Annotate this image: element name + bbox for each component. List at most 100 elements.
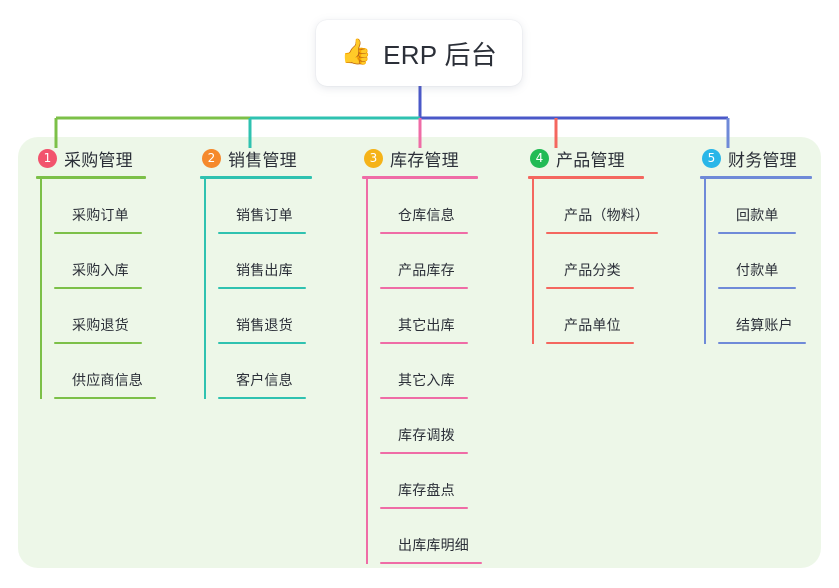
branch-item-label: 其它入库 [398,372,455,388]
branch-item-rule [718,232,796,234]
branch-item-label: 产品分类 [564,262,621,278]
branch-column-2: 2 销售管理销售订单销售出库销售退货客户信息 [200,146,312,399]
branch-item-rule [380,342,468,344]
branch-title-1: 采购管理 [64,150,133,170]
branch-title-2: 销售管理 [228,150,297,170]
branch-header-2[interactable]: 2 销售管理 [200,146,312,170]
branch-item[interactable]: 客户信息 [218,344,312,399]
branch-items-3: 仓库信息产品库存其它出库其它入库库存调拨库存盘点出库库明细 [362,179,482,564]
branch-item[interactable]: 仓库信息 [380,179,478,234]
branch-item[interactable]: 销售订单 [218,179,312,234]
branch-item[interactable]: 采购退货 [54,289,146,344]
branch-header-rule-4 [528,176,644,179]
branch-item[interactable]: 销售退货 [218,289,312,344]
branch-header-3[interactable]: 3 库存管理 [362,146,478,170]
branch-item-rule [54,397,156,399]
branch-item-label: 销售订单 [236,207,293,223]
branch-item-label: 供应商信息 [72,372,143,388]
branch-item[interactable]: 回款单 [718,179,812,234]
branch-item[interactable]: 供应商信息 [54,344,156,399]
branch-item-rule [546,287,634,289]
branch-item-label: 产品单位 [564,317,621,333]
branch-spine-2 [204,179,206,399]
branch-item[interactable]: 销售出库 [218,234,312,289]
branch-item-label: 销售退货 [236,317,293,333]
branch-item[interactable]: 库存盘点 [380,454,478,509]
branch-item-label: 其它出库 [398,317,455,333]
branch-item-label: 回款单 [736,207,779,223]
branch-item-rule [218,287,306,289]
branch-item-label: 采购订单 [72,207,129,223]
branch-item[interactable]: 结算账户 [718,289,812,344]
branch-title-4: 产品管理 [556,150,625,170]
branch-item-rule [218,397,306,399]
branch-item-rule [718,342,806,344]
branch-items-2: 销售订单销售出库销售退货客户信息 [200,179,312,399]
branch-column-3: 3 库存管理仓库信息产品库存其它出库其它入库库存调拨库存盘点出库库明细 [362,146,482,564]
branch-item[interactable]: 产品（物料） [546,179,658,234]
branch-item-label: 结算账户 [736,317,793,333]
branch-badge-1: 1 [38,148,57,168]
branch-item-rule [218,342,306,344]
branch-spine-3 [366,179,368,564]
branch-item[interactable]: 其它出库 [380,289,478,344]
branch-item[interactable]: 产品单位 [546,289,644,344]
branch-item-rule [380,562,482,564]
branch-item-label: 付款单 [736,262,779,278]
branch-item-rule [54,342,142,344]
branch-item[interactable]: 付款单 [718,234,812,289]
branch-items-5: 回款单付款单结算账户 [700,179,812,344]
diagram-canvas-panel [18,137,821,568]
branch-item-label: 仓库信息 [398,207,455,223]
branch-badge-5: 5 [702,148,721,168]
branch-item-label: 采购入库 [72,262,129,278]
branch-item-rule [380,507,468,509]
branch-item-rule [546,232,658,234]
branch-title-3: 库存管理 [390,150,459,170]
branch-item-rule [218,232,306,234]
branch-badge-3: 3 [364,148,383,168]
branch-item-rule [54,287,142,289]
branch-item-rule [54,232,142,234]
branch-item[interactable]: 库存调拨 [380,399,478,454]
branch-header-rule-2 [200,176,312,179]
branch-items-4: 产品（物料） 产品分类产品单位 [528,179,658,344]
branch-item-rule [380,287,468,289]
branch-item-label: 库存盘点 [398,482,455,498]
branch-title-5: 财务管理 [728,150,797,170]
branch-item-label: 采购退货 [72,317,129,333]
branch-item-label: 销售出库 [236,262,293,278]
branch-item[interactable]: 产品库存 [380,234,478,289]
branch-header-1[interactable]: 1 采购管理 [36,146,146,170]
branch-items-1: 采购订单采购入库采购退货供应商信息 [36,179,156,399]
branch-item[interactable]: 产品分类 [546,234,644,289]
root-title: ERP 后台 [383,39,498,70]
branch-item-label: 库存调拨 [398,427,455,443]
branch-spine-1 [40,179,42,399]
branch-item[interactable]: 出库库明细 [380,509,482,564]
branch-item-label: 产品（物料） [564,207,650,223]
branch-item-rule [718,287,796,289]
root-node[interactable]: 👍 ERP 后台 [316,20,522,86]
branch-item[interactable]: 采购订单 [54,179,146,234]
branch-item-label: 客户信息 [236,372,293,388]
branch-item-label: 出库库明细 [398,537,469,553]
branch-header-5[interactable]: 5 财务管理 [700,146,812,170]
branch-item[interactable]: 采购入库 [54,234,146,289]
branch-item-rule [380,452,468,454]
branch-item[interactable]: 其它入库 [380,344,478,399]
thumbs-up-icon: 👍 [340,37,373,66]
branch-spine-5 [704,179,706,344]
branch-item-rule [546,342,634,344]
branch-header-rule-1 [36,176,146,179]
branch-header-rule-3 [362,176,478,179]
branch-item-rule [380,397,468,399]
branch-column-1: 1 采购管理采购订单采购入库采购退货供应商信息 [36,146,156,399]
branch-item-rule [380,232,468,234]
branch-spine-4 [532,179,534,344]
branch-badge-2: 2 [202,148,221,168]
branch-header-rule-5 [700,176,812,179]
